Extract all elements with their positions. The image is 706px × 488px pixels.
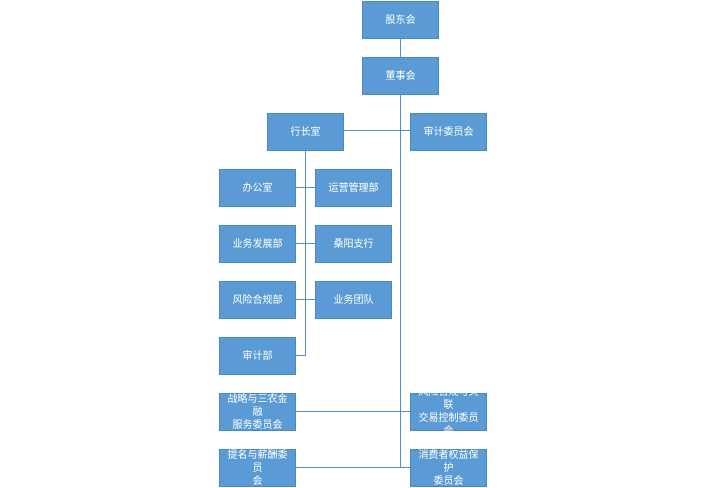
- connector-row-2: [296, 243, 315, 244]
- connector-president-audit: [343, 130, 410, 131]
- connector-committee-row-1: [296, 411, 410, 412]
- audit-committee-box: 审计委员会: [410, 113, 487, 151]
- right-committee-consumer-protection: 消费者权益保护 委员会: [410, 449, 487, 487]
- left-department-office: 办公室: [219, 169, 296, 207]
- right-department-operations: 运营管理部: [315, 169, 392, 207]
- right-department-business-team: 业务团队: [315, 281, 392, 319]
- left-department-audit: 审计部: [219, 337, 296, 375]
- connector-row-3: [296, 299, 315, 300]
- right-department-branch: 桑阳支行: [315, 225, 392, 263]
- connector-board-main: [400, 95, 401, 468]
- right-committee-risk-related-party: 风险合规与关联 交易控制委员会: [410, 387, 487, 437]
- board-box: 董事会: [362, 57, 439, 95]
- left-department-business-development: 业务发展部: [219, 225, 296, 263]
- president-office-box: 行长室: [267, 113, 344, 151]
- connector-committee-row-2: [296, 467, 410, 468]
- connector-row-4: [296, 355, 306, 356]
- connector-president-down: [305, 151, 306, 355]
- shareholders-box: 股东会: [362, 1, 439, 39]
- left-committee-strategy: 战略与三农金融 服务委员会: [219, 393, 296, 431]
- connector-shareholders-board: [400, 38, 401, 57]
- connector-row-1: [296, 187, 315, 188]
- left-department-risk-compliance: 风险合规部: [219, 281, 296, 319]
- left-committee-nomination: 提名与薪酬委员 会: [219, 449, 296, 487]
